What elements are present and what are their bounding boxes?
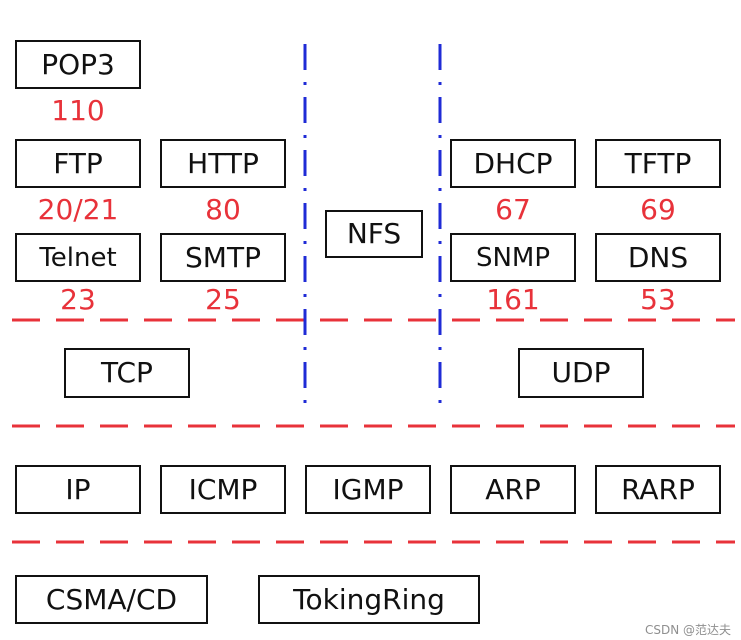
- udp-box: UDP: [518, 348, 644, 398]
- dns-port: 53: [640, 283, 676, 316]
- dhcp-port: 67: [495, 193, 531, 226]
- snmp-port: 161: [486, 283, 540, 316]
- ftp-port: 20/21: [37, 193, 119, 226]
- http-port: 80: [205, 193, 241, 226]
- tftp-port: 69: [640, 193, 676, 226]
- icmp-box: ICMP: [160, 465, 286, 514]
- tcp-box: TCP: [64, 348, 190, 398]
- arp-box: ARP: [450, 465, 576, 514]
- rarp-box: RARP: [595, 465, 721, 514]
- ip-box: IP: [15, 465, 141, 514]
- snmp-box: SNMP: [450, 233, 576, 282]
- igmp-box: IGMP: [305, 465, 431, 514]
- csma-cd-box: CSMA/CD: [15, 575, 208, 624]
- tokingring-box: TokingRing: [258, 575, 480, 624]
- tftp-box: TFTP: [595, 139, 721, 188]
- telnet-port: 23: [60, 283, 96, 316]
- telnet-box: Telnet: [15, 233, 141, 282]
- dhcp-box: DHCP: [450, 139, 576, 188]
- pop3-box: POP3: [15, 40, 141, 89]
- watermark-text: CSDN @范达夫: [644, 623, 731, 637]
- pop3-port: 110: [51, 94, 105, 127]
- smtp-box: SMTP: [160, 233, 286, 282]
- http-box: HTTP: [160, 139, 286, 188]
- smtp-port: 25: [205, 283, 241, 316]
- nfs-box: NFS: [325, 210, 423, 258]
- dns-box: DNS: [595, 233, 721, 282]
- ftp-box: FTP: [15, 139, 141, 188]
